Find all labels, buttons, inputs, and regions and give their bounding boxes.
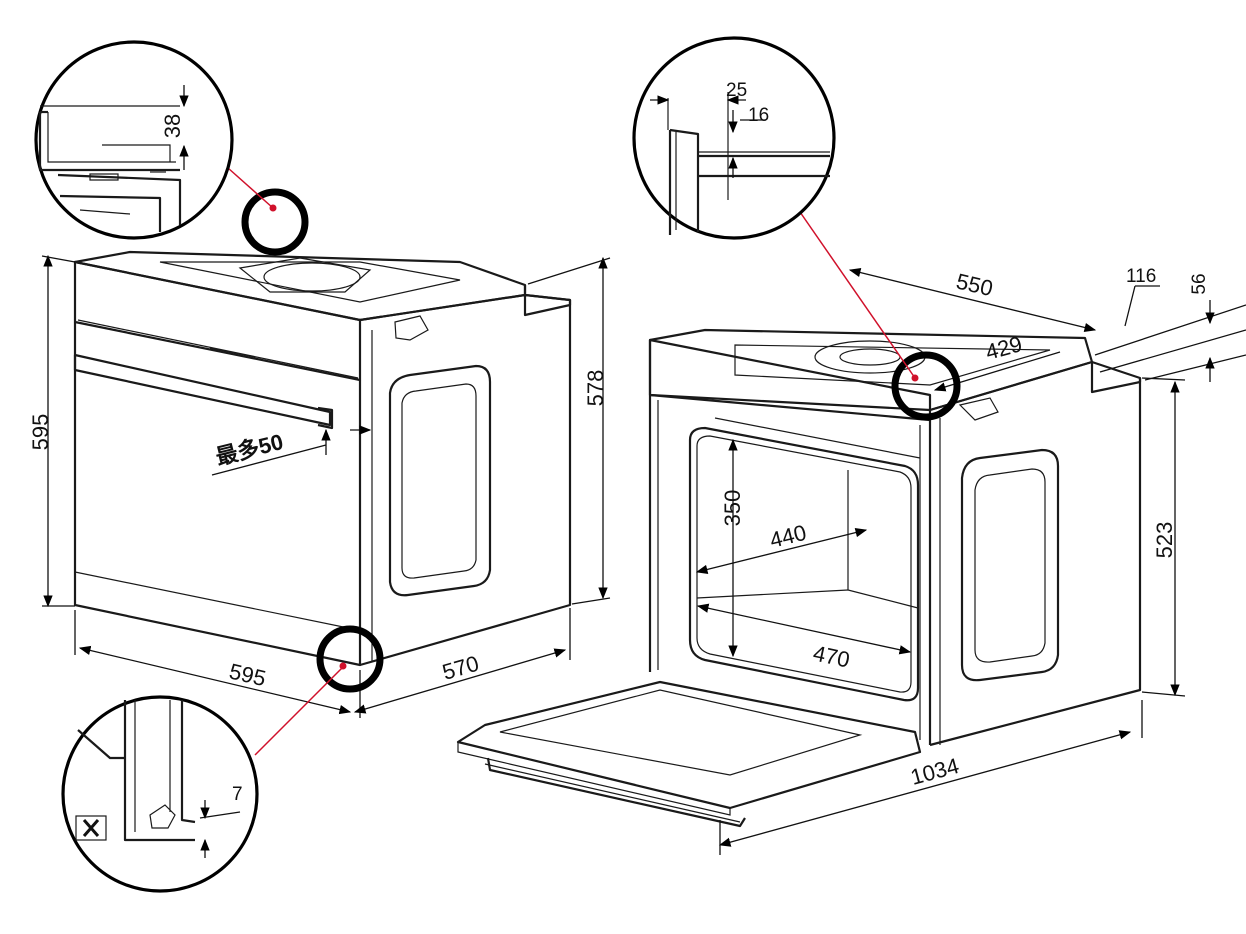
- right-total-depth-label: 1034: [908, 753, 962, 790]
- top-detail-zoom: [34, 40, 234, 240]
- left-dimensions: [41, 254, 611, 718]
- bottom-callout-leader: [254, 666, 344, 756]
- right-callout-leader: [799, 211, 916, 379]
- top-callout-dot: [269, 204, 277, 212]
- detail-16-label: 16: [748, 105, 769, 126]
- bottom-callout-dot: [339, 662, 347, 670]
- left-oven-drawing: [73, 250, 572, 667]
- top-callout-leader: [227, 167, 274, 209]
- right-cavity-470-label: 470: [811, 640, 852, 672]
- left-width-label: 595: [227, 659, 268, 692]
- right-side-116-label: 116: [1126, 266, 1156, 287]
- right-detail-zoom: [632, 36, 836, 240]
- right-callout-ring: [891, 351, 961, 421]
- left-depth-label: 570: [439, 651, 481, 685]
- right-dimensions: [695, 267, 1246, 855]
- left-max-label: 最多50: [213, 429, 285, 470]
- detail-25-label: 25: [726, 80, 747, 101]
- bottom-callout-ring: [316, 625, 384, 693]
- right-oven-drawing: [456, 328, 1142, 828]
- right-callout-dot: [911, 374, 919, 382]
- bottom-detail-zoom: [61, 695, 259, 893]
- right-side-56-label: 56: [1189, 273, 1210, 294]
- right-side-523-label: 523: [1152, 522, 1177, 559]
- detail-bottom-gap-label: 7: [232, 784, 243, 805]
- right-top-depth-label: 550: [954, 269, 995, 302]
- detail-top-gap-label: 38: [160, 114, 185, 138]
- left-body-height-label: 578: [583, 370, 608, 407]
- top-callout-ring: [241, 188, 309, 256]
- left-height-label: 595: [28, 414, 53, 451]
- right-cavity-350-label: 350: [720, 490, 745, 527]
- right-cavity-440-label: 440: [767, 520, 809, 553]
